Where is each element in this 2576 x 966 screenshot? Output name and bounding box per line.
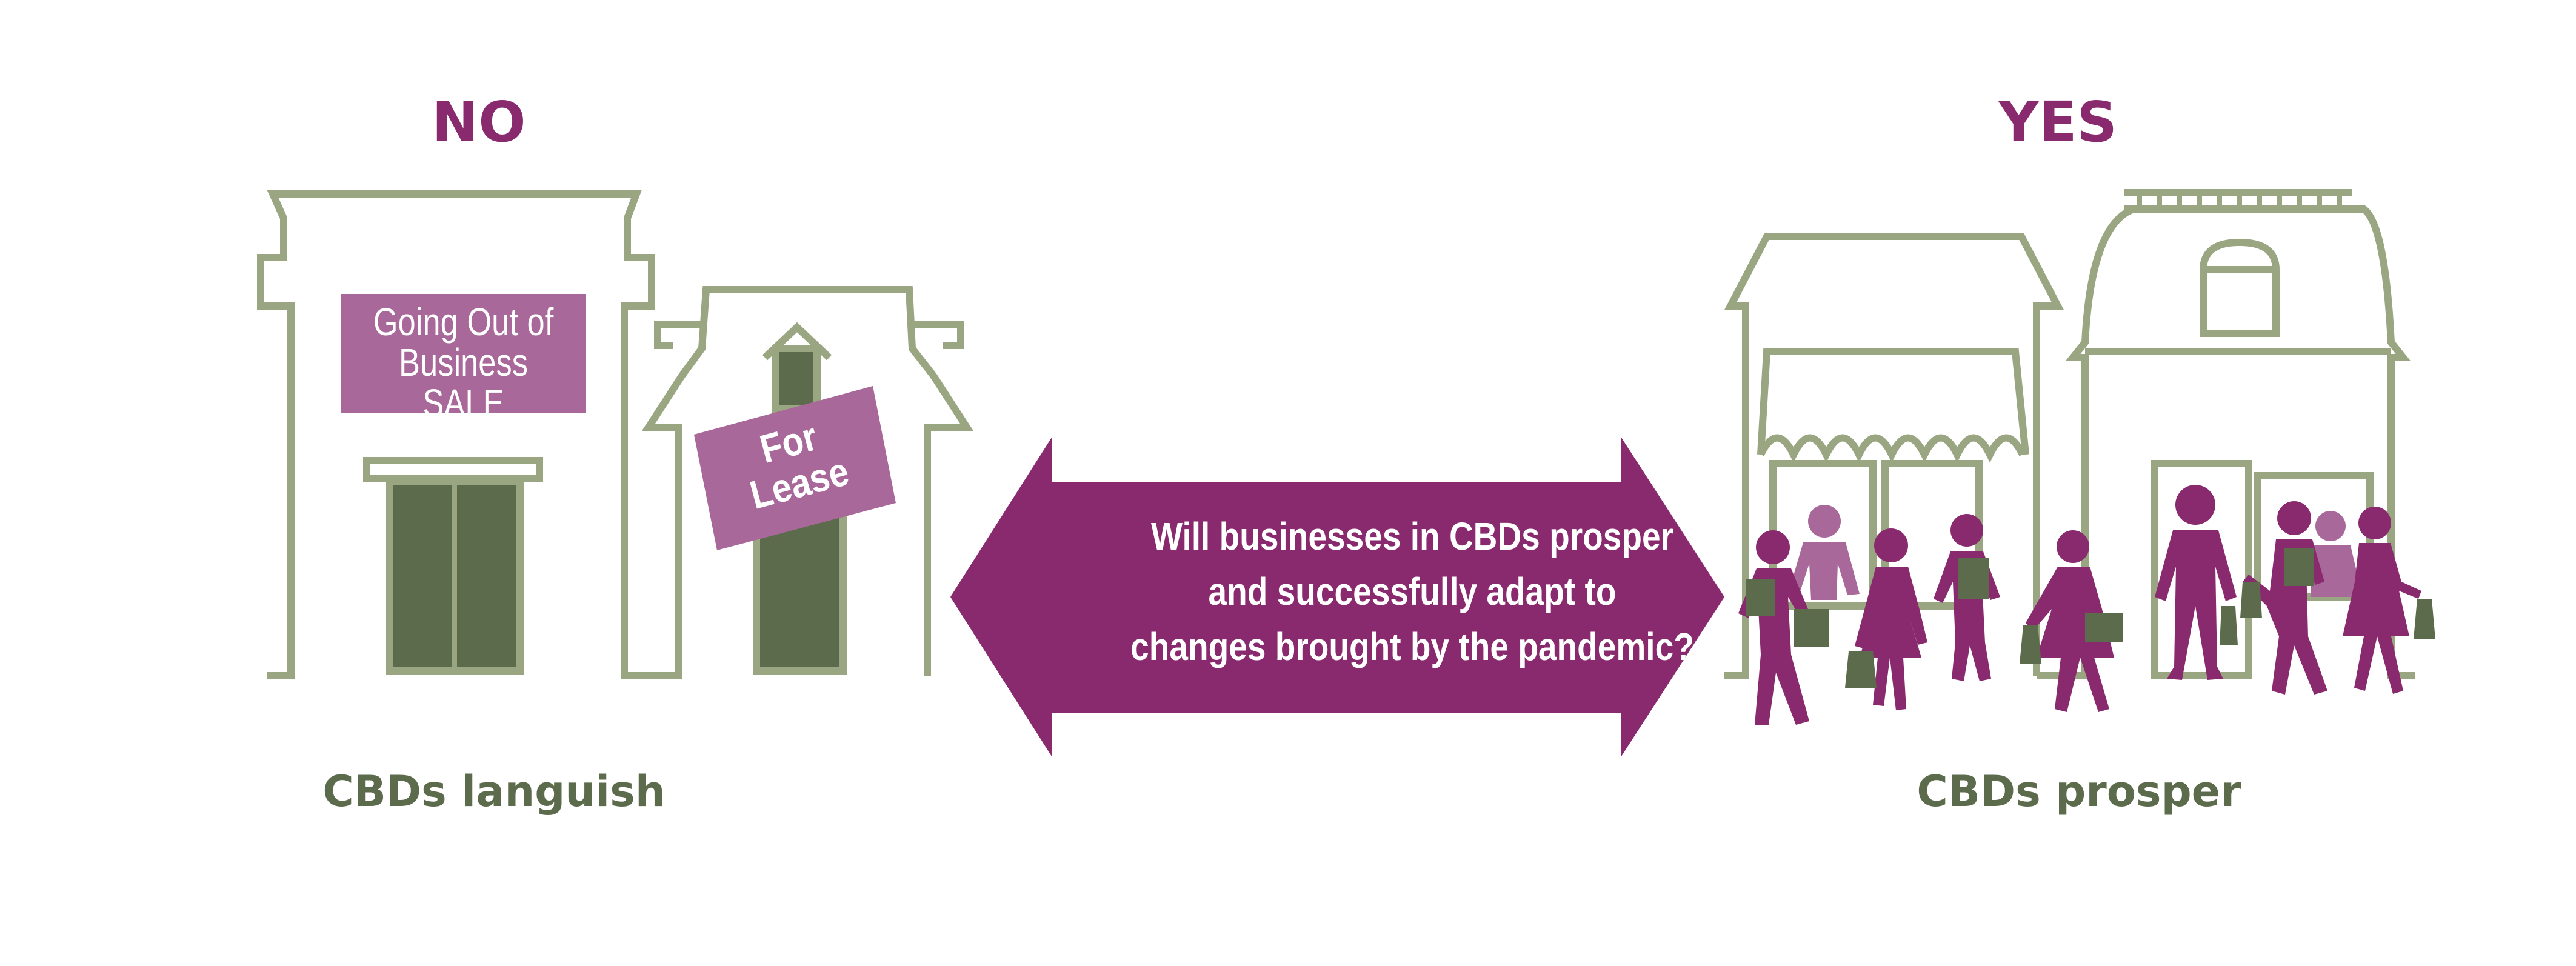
awning-store-building — [1724, 233, 2064, 679]
double-arrow — [950, 438, 1724, 756]
question-line-3: changes brought by the pandemic? — [1130, 624, 1694, 668]
going-out-sign-text: Going Out of Business SALE — [362, 300, 564, 425]
languish-caption: CBDs languish — [322, 767, 666, 816]
dome-store-building — [2037, 189, 2415, 679]
background-shoppers — [1788, 505, 2363, 600]
yes-heading: YES — [1998, 90, 2117, 155]
shoppers-crowd — [1738, 485, 2435, 725]
for-lease-sign — [694, 386, 896, 550]
going-out-sign-line2: Business SALE — [399, 341, 528, 425]
no-heading: NO — [432, 90, 526, 155]
central-question: Will businesses in CBDs prosper and succ… — [1073, 509, 1751, 675]
lease-store-building — [624, 286, 974, 679]
question-line-2: and successfully adapt to — [1208, 569, 1617, 613]
prosper-caption: CBDs prosper — [1917, 767, 2241, 816]
question-line-1: Will businesses in CBDs prosper — [1150, 515, 1674, 558]
closed-store-door — [363, 457, 543, 675]
closed-store-building — [257, 190, 679, 679]
going-out-sign-line1: Going Out of — [373, 300, 554, 344]
going-out-of-business-sign — [341, 294, 586, 413]
